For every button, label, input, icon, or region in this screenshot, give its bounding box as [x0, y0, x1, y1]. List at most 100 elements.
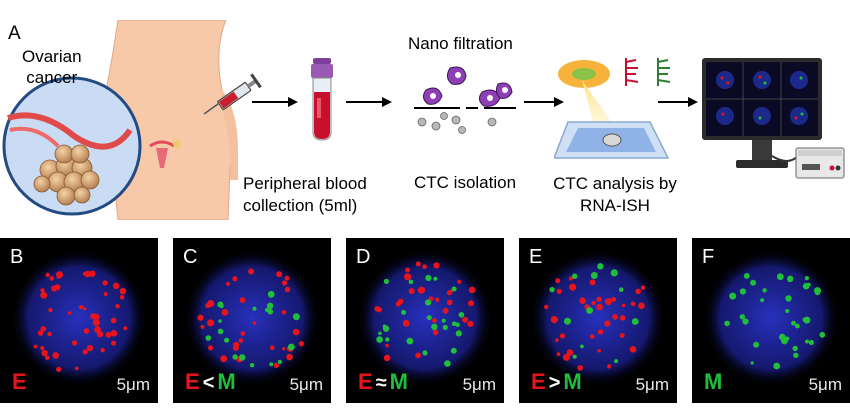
- epithelial-signal-dot: [40, 326, 47, 332]
- mesenchymal-signal-dot: [383, 278, 389, 284]
- epithelial-signal-dot: [284, 275, 290, 281]
- mesenchymal-signal-dot: [739, 288, 746, 295]
- epithelial-signal-dot: [449, 289, 453, 294]
- epithelial-signal-dot: [415, 352, 421, 359]
- epithelial-signal-dot: [54, 284, 61, 291]
- syringe-icon: [203, 73, 262, 115]
- epithelial-signal-dot: [612, 314, 618, 320]
- epithelial-signal-dot: [276, 271, 283, 278]
- epithelial-signal-dot: [397, 298, 404, 305]
- epithelial-signal-dot: [119, 287, 127, 295]
- epithelial-signal-dot: [208, 345, 214, 351]
- mesenchymal-signal-dot: [426, 315, 432, 321]
- epithelial-signal-dot: [433, 262, 440, 269]
- micrograph-panel-c: C E<M 5μm: [173, 238, 331, 403]
- expression-legend: E: [12, 369, 27, 395]
- epithelial-signal-dot: [604, 298, 612, 306]
- epithelial-signal-dot: [248, 268, 255, 275]
- epithelial-signal-dot: [442, 307, 449, 314]
- epithelial-signal-dot: [67, 311, 72, 315]
- legend-operator: ≈: [375, 372, 387, 394]
- epithelial-signal-dot: [119, 295, 125, 300]
- cell-nucleus: [703, 250, 839, 386]
- mesenchymal-signal-dot: [776, 273, 784, 281]
- scale-bar-label: 5μm: [808, 375, 842, 394]
- scale-bar-label: 5μm: [462, 375, 496, 394]
- epithelial-signal-dot: [422, 264, 427, 269]
- epithelial-signal-dot: [103, 292, 108, 296]
- panel-letter: E: [529, 246, 543, 268]
- epithelial-signal-dot: [544, 304, 549, 310]
- panel-letter: F: [702, 246, 715, 268]
- panel-letter: B: [10, 246, 24, 268]
- epithelial-signal-dot: [83, 328, 90, 334]
- epithelial-signal-dot: [90, 313, 97, 320]
- epithelial-signal-dot: [45, 272, 50, 278]
- epithelial-signal-dot: [197, 314, 204, 321]
- mesenchymal-signal-dot: [376, 336, 383, 343]
- epithelial-signal-dot: [385, 343, 389, 348]
- mesenchymal-signal-dot: [455, 322, 460, 327]
- mesenchymal-signal-dot: [205, 335, 212, 341]
- epithelial-signal-dot: [112, 282, 120, 289]
- mesenchymal-signal-dot: [750, 361, 754, 365]
- expression-legend: E>M: [531, 369, 582, 395]
- epithelial-signal-dot: [84, 270, 91, 278]
- epithelial-signal-dot: [298, 341, 305, 347]
- epithelial-signal-dot: [207, 319, 214, 327]
- mesenchymal-signal-dot: [269, 362, 274, 367]
- mesenchymal-signal-dot: [458, 312, 465, 318]
- mesenchymal-signal-dot: [217, 328, 224, 335]
- epithelial-signal-dot: [40, 345, 45, 351]
- legend-epithelial: E: [12, 369, 27, 394]
- mesenchymal-signal-dot: [572, 273, 578, 279]
- expression-legend: E≈M: [358, 369, 408, 395]
- epithelial-signal-dot: [240, 331, 246, 336]
- mesenchymal-signal-dot: [753, 341, 760, 348]
- epithelial-signal-dot: [579, 297, 586, 304]
- epithelial-signal-dot: [48, 307, 53, 313]
- mesenchymal-signal-dot: [292, 313, 300, 321]
- epithelial-signal-dot: [41, 349, 48, 357]
- mesenchymal-signal-dot: [382, 325, 390, 332]
- legend-mesenchymal: M: [217, 369, 236, 394]
- epithelial-signal-dot: [47, 331, 52, 337]
- expression-legend: M: [704, 369, 722, 395]
- mesenchymal-signal-dot: [773, 362, 781, 370]
- mesenchymal-signal-dot: [455, 330, 462, 337]
- epithelial-signal-dot: [597, 329, 604, 335]
- epithelial-signal-dot: [435, 297, 440, 302]
- epithelial-signal-dot: [40, 288, 45, 293]
- mesenchymal-signal-dot: [451, 286, 457, 292]
- mesenchymal-signal-dot: [819, 331, 826, 338]
- epithelial-signal-dot: [123, 326, 128, 331]
- micrograph-panel-d: D E≈M 5μm: [346, 238, 504, 403]
- mesenchymal-signal-dot: [425, 274, 432, 282]
- mesenchymal-signal-dot: [805, 339, 809, 344]
- epithelial-signal-dot: [52, 352, 59, 359]
- epithelial-signal-dot: [607, 364, 612, 369]
- epithelial-signal-dot: [37, 330, 44, 336]
- mesenchymal-signal-dot: [238, 354, 246, 361]
- epithelial-signal-dot: [284, 286, 291, 293]
- rna-ish-analysis-illustration: [554, 58, 671, 159]
- epithelial-signal-dot: [562, 353, 570, 361]
- legend-epithelial: E: [185, 369, 200, 394]
- epithelial-signal-dot: [383, 354, 391, 362]
- epithelial-signal-dot: [467, 320, 474, 327]
- mesenchymal-signal-dot: [442, 324, 448, 331]
- mesenchymal-signal-dot: [425, 299, 432, 306]
- expression-legend: E<M: [185, 369, 236, 395]
- epithelial-signal-dot: [591, 300, 596, 306]
- epithelial-signal-dot: [239, 297, 246, 304]
- epithelial-signal-dot: [111, 340, 117, 346]
- epithelial-signal-dot: [56, 273, 62, 279]
- epithelial-signal-dot: [286, 353, 293, 361]
- scale-bar-label: 5μm: [289, 375, 323, 394]
- epithelial-signal-dot: [596, 296, 602, 302]
- cell-nucleus: [530, 250, 666, 386]
- mesenchymal-signal-dot: [742, 318, 749, 325]
- epithelial-signal-dot: [408, 288, 415, 295]
- mesenchymal-signal-dot: [408, 279, 414, 285]
- ovarian-anatomy-illustration: [2, 20, 238, 220]
